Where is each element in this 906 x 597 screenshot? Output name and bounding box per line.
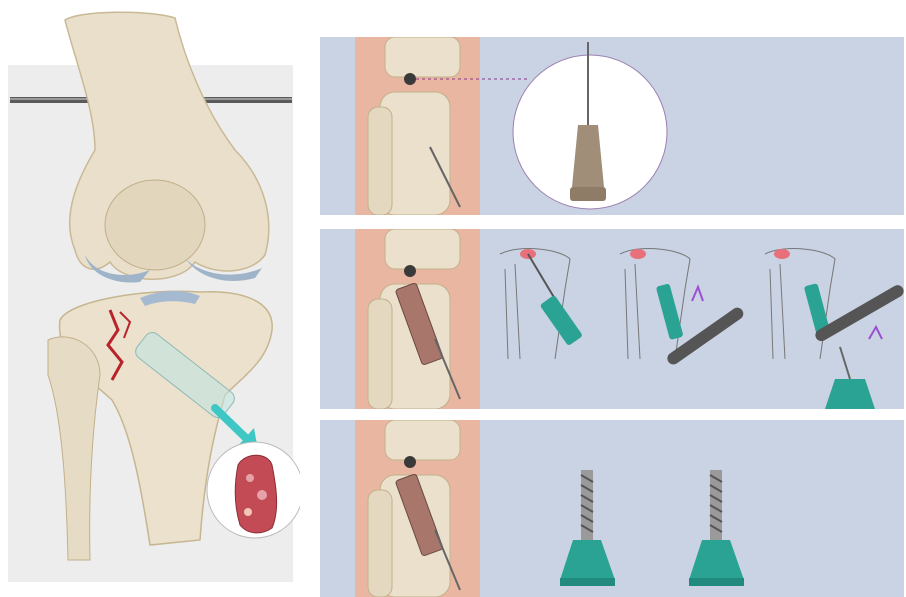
femoral-condyle [105,180,205,270]
entry-point [404,73,416,85]
step-1-panel [320,37,904,215]
knee-anatomy-panel [0,0,300,597]
step-2-panel [320,229,904,409]
step-3-panel [320,420,904,597]
bone-graft-sample [235,455,276,533]
